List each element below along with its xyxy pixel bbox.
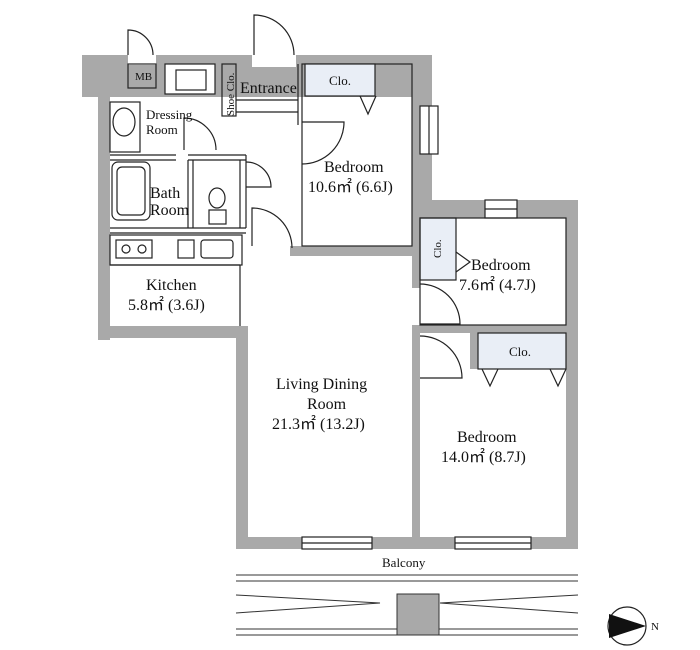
closet-mid-door (455, 251, 472, 273)
bedroom-top-name: Bedroom (324, 159, 384, 176)
wall-closet-side (470, 333, 478, 369)
entrance-door (253, 14, 295, 56)
living-area: 21.3㎡ (13.2J) (272, 415, 365, 433)
living-door (251, 207, 293, 249)
bedroom-bottom-name: Bedroom (457, 429, 517, 446)
balcony (235, 574, 579, 636)
balcony-pillar (396, 593, 440, 636)
bathtub (111, 161, 151, 221)
closet-top-door (359, 95, 377, 116)
closet-top-label: Clo. (329, 73, 351, 88)
toilet-bowl (208, 187, 226, 209)
kitchen-area: 5.8㎡ (3.6J) (128, 296, 205, 314)
utility-box (165, 64, 215, 94)
wall-mid-left (412, 200, 420, 282)
labels: MB Dressing Room Shoe Clo. Entrance Clo.… (128, 71, 536, 570)
closet-bottom-label: Clo. (509, 344, 531, 359)
closet-mid-label: Clo. (432, 239, 444, 258)
dressing-door (183, 117, 217, 151)
shoe-closet-label: Shoe Clo. (225, 72, 237, 116)
bedroom-bottom-door (419, 335, 463, 379)
bedroom-top-area: 10.6㎡ (6.6J) (308, 178, 393, 196)
bedroom-mid-name: Bedroom (471, 257, 531, 274)
toilet-door (245, 161, 272, 188)
compass-needle-bottom (609, 626, 646, 638)
shoe-closet-box (221, 63, 237, 117)
doors (127, 14, 463, 379)
entrance-opening (252, 55, 296, 67)
window-right-opening (420, 106, 432, 154)
mb-door (127, 29, 154, 56)
toilet-tank (208, 209, 227, 225)
compass-needle-top (609, 614, 646, 626)
wall-living-right (412, 325, 420, 549)
dressing-label-1: Dressing (146, 107, 193, 122)
laundry-box (164, 63, 216, 95)
balcony-partition-left (235, 594, 381, 614)
wall-bedroom-bottom (290, 246, 412, 256)
wall-mid-bottom (420, 325, 566, 333)
compass-label: N (651, 621, 659, 633)
closet-bottom-door-2 (549, 368, 567, 388)
kitchen-name: Kitchen (146, 277, 197, 294)
interior-lines (109, 63, 567, 550)
laundry-inner (175, 69, 207, 91)
bedroom-mid-area: 7.6㎡ (4.7J) (459, 276, 536, 294)
closet-bottom-box (477, 332, 567, 370)
closet-top-box (304, 63, 376, 97)
mb-box (127, 63, 157, 89)
dressing-label-2: Room (146, 122, 178, 137)
burner-2 (137, 244, 147, 254)
bedroom-mid-door (419, 283, 461, 325)
basin (112, 107, 136, 137)
closet-bottom-door-1 (481, 368, 499, 388)
mb-label: MB (135, 71, 152, 83)
balcony-partition-right (439, 594, 579, 614)
stove (115, 239, 153, 259)
wall-stub (412, 280, 420, 288)
sink (200, 239, 234, 259)
compass: N (607, 606, 659, 646)
wall-living-left (236, 326, 248, 548)
wall-left (98, 55, 110, 340)
bath-label-2: Room (150, 202, 190, 219)
basin-counter (109, 101, 141, 153)
living-name-1: Living Dining (276, 376, 367, 393)
mb-opening (128, 55, 156, 65)
balcony-label: Balcony (382, 555, 426, 570)
living-name-2: Room (307, 396, 347, 413)
entrance-label: Entrance (240, 80, 297, 97)
bedroom-bottom-area: 14.0㎡ (8.7J) (441, 448, 526, 466)
wall-kitchen-bottom (98, 326, 248, 338)
bath-label-1: Bath (150, 185, 180, 202)
kitchen-box (177, 239, 195, 259)
wall-right (566, 200, 578, 549)
bedroom-top-door (301, 121, 345, 165)
burner-1 (121, 244, 131, 254)
bathtub-inner (116, 166, 146, 216)
